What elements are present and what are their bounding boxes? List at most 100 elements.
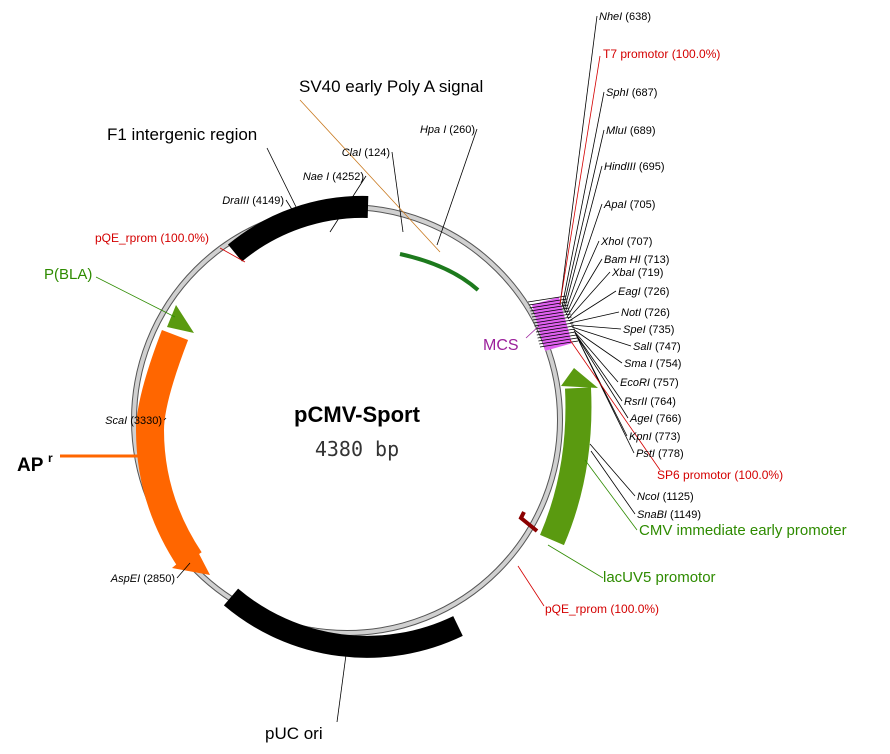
- pqe-rprom-label-top: pQE_rprom (100.0%): [95, 231, 209, 245]
- f1-label: F1 intergenic region: [107, 125, 257, 144]
- mcs-tick: [527, 295, 567, 303]
- leader-lines: [60, 15, 661, 723]
- site-leader-line: [572, 328, 623, 364]
- site-label-hpai: Hpa I (260): [420, 124, 475, 136]
- plasmid-name: pCMV-Sport: [294, 402, 421, 427]
- site-label-nhei: NheI (638): [599, 11, 651, 23]
- mcs-tick: [535, 322, 574, 330]
- site-label-rsrii: RsrII (764): [624, 396, 676, 408]
- site-label-kpni: KpnI (773): [629, 431, 680, 443]
- feature-leader-line: [547, 544, 604, 579]
- amp-arrowhead: [172, 548, 210, 575]
- site-label-ecori: EcoRI (757): [620, 377, 679, 389]
- mcs-tick: [538, 334, 577, 342]
- site-leader-line: [566, 258, 603, 318]
- mcs-tick: [539, 337, 578, 345]
- lacuv5-arrow: [518, 511, 539, 533]
- sp6-promoter-label: SP6 promotor (100.0%): [657, 468, 783, 482]
- site-leader-line: [565, 240, 600, 316]
- site-label-eagi: EagI (726): [618, 286, 669, 298]
- site-label-ncoi: NcoI (1125): [637, 491, 694, 503]
- site-leader-line: [574, 332, 623, 402]
- plasmid-size: 4380 bp: [315, 437, 399, 461]
- site-leader-line: [436, 128, 478, 246]
- site-label-psti: PstI (778): [636, 448, 684, 460]
- sv40-arc: [399, 252, 480, 292]
- ampr-superscript: r: [48, 451, 53, 465]
- site-leader-line: [589, 443, 636, 497]
- site-leader-line: [564, 203, 603, 314]
- mcs-label: MCS: [483, 337, 519, 354]
- feature-leader-line: [584, 459, 638, 531]
- feature-leader-line: [559, 55, 601, 305]
- site-leader-line: [163, 417, 167, 421]
- mcs-tick: [535, 325, 575, 333]
- site-leader-line: [329, 175, 367, 233]
- feature-leader-line: [266, 147, 301, 216]
- pbla-label: P(BLA): [44, 266, 92, 283]
- site-label-xbai: XbaI (719): [611, 267, 663, 279]
- site-label-hindiii: HindIII (695): [604, 161, 665, 173]
- mcs-tick: [537, 331, 576, 339]
- site-label-scai: ScaI (3330): [105, 415, 162, 427]
- site-leader-line: [567, 271, 611, 320]
- cmv-arrowhead: [561, 368, 598, 388]
- feature-leader-line: [299, 99, 441, 253]
- puc-ori-arc: [223, 588, 463, 658]
- site-label-apai: ApaI (705): [603, 199, 655, 211]
- puc-ori-label: pUC ori: [265, 724, 323, 743]
- site-label-snabi: SnaBI (1149): [637, 509, 701, 521]
- site-leader-line: [590, 450, 636, 515]
- site-label-sphi: SphI (687): [606, 87, 657, 99]
- feature-leader-line: [517, 565, 545, 607]
- site-label-naei: Nae I (4252): [303, 171, 364, 183]
- t7-promoter-label: T7 promotor (100.0%): [603, 47, 720, 61]
- mcs-tick: [532, 313, 571, 321]
- cmv-label: CMV immediate early promoter: [639, 522, 847, 539]
- sv40-label: SV40 early Poly A signal: [299, 77, 483, 96]
- site-leader-line: [575, 334, 629, 419]
- feature-leader-line: [95, 276, 176, 318]
- site-leader-line: [285, 199, 301, 223]
- restriction-site-labels: NheI (638) SphI (687) MluI (689) HindIII (6…: [105, 11, 701, 585]
- site-leader-line: [570, 324, 622, 330]
- site-label-draiii: DraIII (4149): [222, 195, 284, 207]
- mcs-tick: [534, 319, 573, 327]
- site-label-clai: ClaI (124): [342, 147, 390, 159]
- site-label-smai: Sma I (754): [624, 358, 681, 370]
- site-label-agei: AgeI (766): [629, 413, 681, 425]
- site-leader-line: [563, 165, 603, 312]
- pqe-rprom-label-bottom: pQE_rprom (100.0%): [545, 602, 659, 616]
- site-leader-line: [568, 290, 617, 322]
- site-leader-line: [562, 129, 605, 310]
- site-label-mlui: MluI (689): [606, 125, 656, 137]
- site-label-noti: NotI (726): [621, 307, 670, 319]
- site-leader-line: [577, 338, 635, 454]
- site-label-bamhi: Bam HI (713): [604, 254, 669, 266]
- site-label-xhoi: XhoI (707): [600, 236, 652, 248]
- feature-leader-line: [219, 247, 246, 263]
- pbla-arrow: [167, 305, 194, 333]
- feature-leader-line: [525, 324, 541, 339]
- site-leader-line: [559, 15, 598, 306]
- lacuv5-label: lacUV5 promotor: [603, 569, 716, 586]
- mcs-tick: [531, 307, 570, 315]
- mcs-tick: [531, 310, 571, 318]
- site-leader-line: [573, 330, 619, 383]
- amp-resistance-arc: [135, 329, 202, 568]
- site-label-spei: SpeI (735): [623, 324, 674, 336]
- site-leader-line: [569, 311, 620, 324]
- feature-leader-line: [569, 339, 661, 471]
- mcs-tick: [533, 316, 572, 324]
- site-label-sali: SalI (747): [633, 341, 681, 353]
- site-leader-line: [561, 91, 605, 308]
- feature-leader-line: [336, 639, 349, 723]
- ampr-label: AP: [17, 455, 44, 476]
- mcs-tick: [529, 301, 568, 309]
- site-leader-line: [571, 326, 632, 347]
- cmv-promoter-arc: [540, 387, 592, 546]
- site-leader-line: [176, 562, 191, 579]
- site-leader-line: [391, 151, 404, 233]
- site-label-aspei: AspEI (2850): [110, 573, 175, 585]
